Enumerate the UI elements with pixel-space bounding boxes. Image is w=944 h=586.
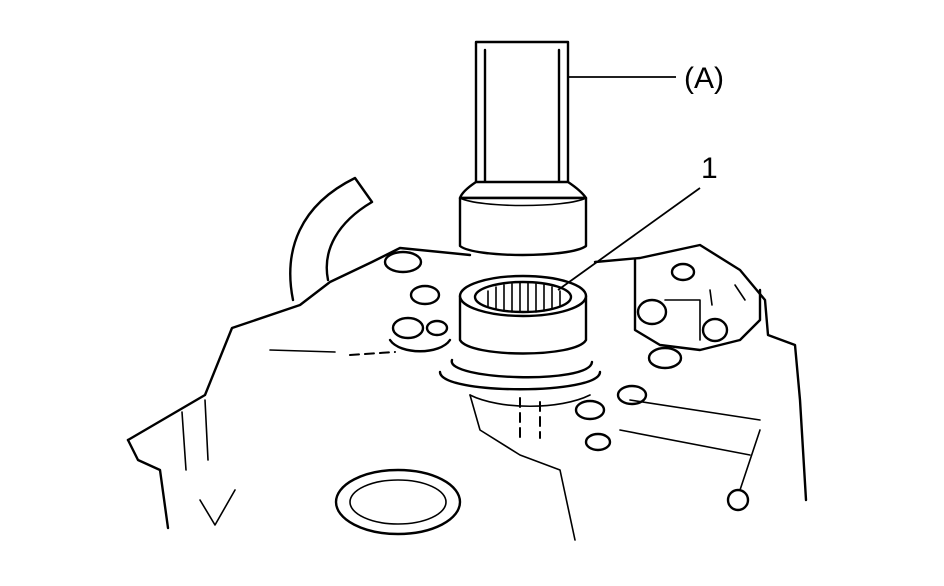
bearing-bore	[438, 358, 602, 441]
part-leader-line	[557, 187, 701, 291]
tool-label: (A)	[684, 62, 724, 95]
transmission-case	[126, 176, 808, 541]
part-label: 1	[701, 152, 718, 185]
needle-bearing	[458, 274, 588, 355]
bearing-needles	[487, 282, 561, 313]
installer-tool	[458, 40, 588, 257]
case-bosses	[383, 250, 762, 452]
